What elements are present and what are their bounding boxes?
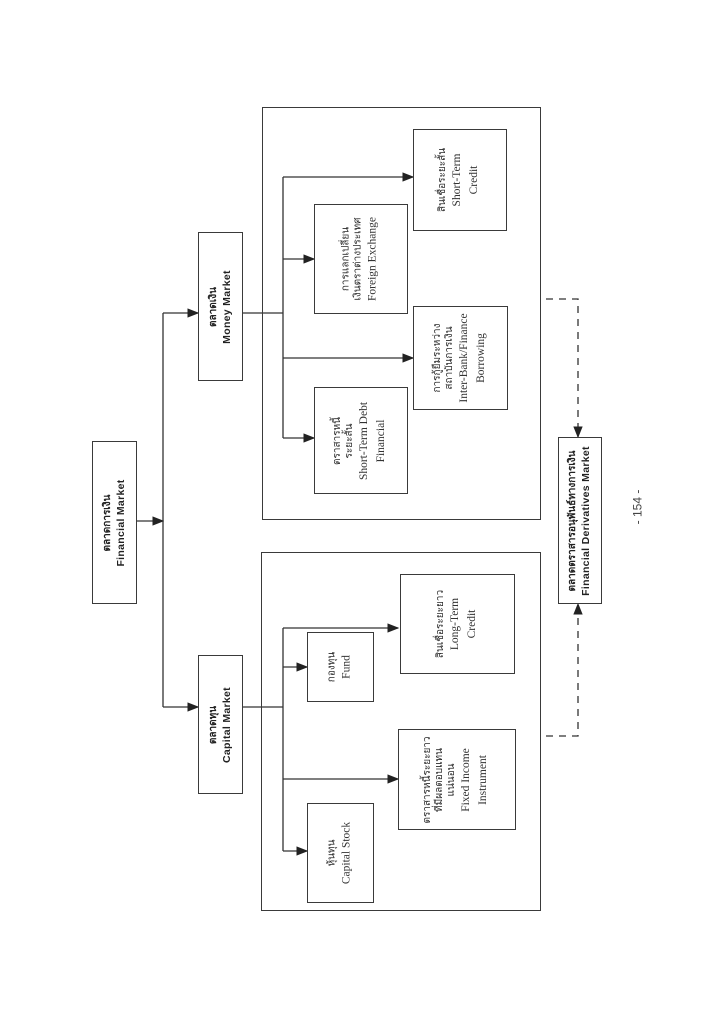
derivatives-thai-label: ตลาดตราสารอนุพันธ์ทางการเงิน [567, 450, 578, 591]
fixed-income-thai-line-2: ที่มีผลตอบแทน [434, 747, 445, 812]
short-term-debt-english-line-2: Financial [375, 419, 387, 462]
capital-market-english-label: Capital Market [220, 686, 233, 763]
money-market-box: ตลาดเงิน Money Market [198, 232, 243, 381]
interbank-thai-line-1: การกู้ยืมระหว่าง [431, 323, 443, 393]
interbank-borrowing-box: การกู้ยืมระหว่าง สถาบันการเงิน Inter-Ban… [413, 306, 508, 410]
interbank-thai-line-2: สถาบันการเงิน [443, 326, 455, 390]
money-market-group-frame [262, 107, 541, 520]
fixed-income-english-line-1: Fixed Income [460, 747, 472, 812]
short-term-debt-thai-line-1: ตราสารหนี้ [332, 416, 343, 465]
interbank-english-line-2: Borrowing [474, 333, 487, 383]
foreign-exchange-thai-line-1: การแลกเปลี่ยน [340, 226, 352, 292]
fixed-income-english-line-2: Instrument [477, 754, 489, 805]
capital-market-group-frame [261, 552, 541, 911]
capital-market-thai-label: ตลาดทุน [207, 705, 219, 744]
short-term-debt-english-line-1: Short-Term Debt [358, 401, 370, 480]
capital-stock-box: หุ้นทุน Capital Stock [307, 803, 374, 903]
interbank-english-line-1: Inter-Bank/Finance [457, 313, 470, 403]
foreign-exchange-english-line-1: Foreign Exchange [366, 217, 379, 301]
fund-box: กองทุน Fund [307, 632, 374, 702]
derivatives-english-label: Financial Derivatives Market [580, 445, 592, 596]
financial-market-english-label: Financial Market [114, 478, 127, 567]
money-market-thai-label: ตลาดเงิน [207, 286, 219, 327]
page-number: - 154 - [630, 489, 645, 525]
short-term-credit-english-line-1: Short-Term [451, 153, 463, 207]
foreign-exchange-thai-line-2: เงินตราต่างประเทศ [352, 217, 364, 301]
short-term-credit-thai-line-1: สินเชื่อระยะสั้น [437, 147, 448, 213]
short-term-debt-thai-line-2: ระยะสั้น [344, 423, 355, 458]
money-market-english-label: Money Market [220, 269, 233, 344]
financial-market-box: ตลาดการเงิน Financial Market [92, 441, 137, 604]
short-term-debt-box: ตราสารหนี้ ระยะสั้น Short-Term Debt Fina… [314, 387, 408, 494]
foreign-exchange-box: การแลกเปลี่ยน เงินตราต่างประเทศ Foreign … [314, 204, 408, 314]
capital-stock-english-line-1: Capital Stock [340, 821, 352, 885]
short-term-credit-english-line-2: Credit [468, 165, 480, 195]
fixed-income-thai-line-3: แน่นอน [446, 763, 457, 796]
long-term-credit-english-line-2: Credit [465, 609, 478, 639]
short-term-credit-box: สินเชื่อระยะสั้น Short-Term Credit [413, 129, 507, 231]
long-term-credit-box: สินเชื่อระยะยาว Long-Term Credit [400, 574, 515, 674]
capital-market-box: ตลาดทุน Capital Market [198, 655, 243, 794]
fixed-income-thai-line-1: ตราสารหนี้ระยะยาว [422, 735, 433, 824]
long-term-credit-thai-line-1: สินเชื่อระยะยาว [434, 589, 446, 659]
fixed-income-instrument-box: ตราสารหนี้ระยะยาว ที่มีผลตอบแทน แน่นอน F… [398, 729, 516, 830]
financial-market-thai-label: ตลาดการเงิน [101, 494, 113, 551]
dashed-connector-capital-to-derivatives [546, 602, 583, 737]
long-term-credit-english-line-1: Long-Term [448, 597, 461, 651]
dashed-connector-money-to-derivatives [546, 298, 583, 439]
fund-english-line-1: Fund [340, 655, 352, 679]
fund-thai-line-1: กองทุน [326, 651, 337, 683]
financial-derivatives-market-box: ตลาดตราสารอนุพันธ์ทางการเงิน Financial D… [558, 437, 602, 604]
capital-stock-thai-line-1: หุ้นทุน [326, 839, 337, 867]
